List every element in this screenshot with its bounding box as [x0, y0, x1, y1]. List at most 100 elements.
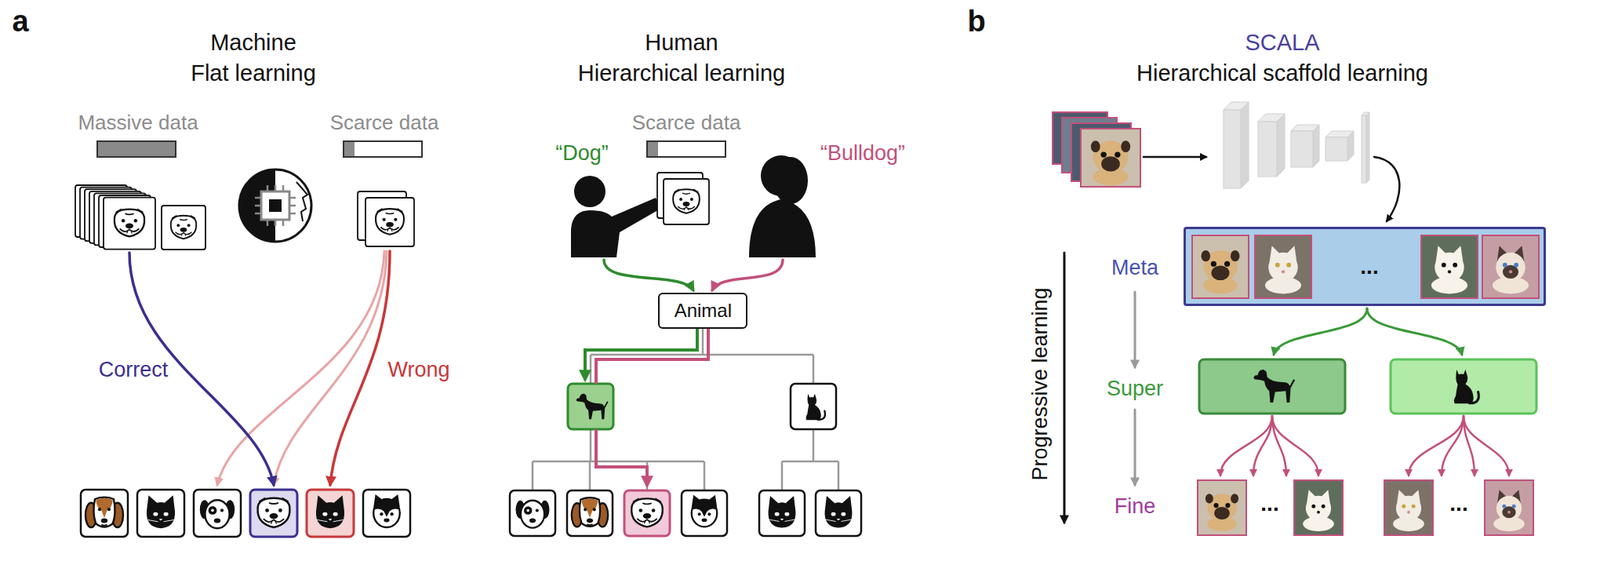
photo-animal — [1392, 489, 1425, 531]
nose — [586, 517, 593, 523]
jowls — [636, 518, 658, 522]
head — [1305, 495, 1331, 521]
eye — [393, 218, 397, 222]
wrinkle — [385, 212, 395, 214]
jowls — [677, 206, 695, 209]
data-label: Scarce data — [632, 111, 742, 135]
dog-head — [204, 499, 230, 528]
jowls — [263, 518, 284, 522]
axis-label: Progressive learning — [1027, 287, 1052, 481]
dog-head — [93, 497, 115, 528]
ear — [1201, 250, 1211, 262]
panel-subtitle: Flat learning — [190, 60, 317, 87]
icon-frame — [80, 489, 128, 537]
cat-tail — [1469, 391, 1479, 403]
teeth — [270, 521, 277, 524]
nose — [780, 518, 785, 520]
animal-icon — [768, 495, 797, 528]
photo-tile — [1482, 235, 1539, 299]
eye-patch — [523, 505, 532, 514]
eye — [1275, 262, 1280, 268]
layer-front — [1223, 109, 1241, 189]
path-highlight — [596, 327, 709, 384]
card-animal — [375, 207, 404, 235]
animal-icon — [571, 497, 608, 527]
photo-animal — [1302, 489, 1335, 531]
mouth — [101, 523, 107, 525]
head — [1496, 495, 1522, 521]
head — [1434, 252, 1464, 282]
ear — [1090, 140, 1101, 153]
wrinkle — [642, 502, 652, 504]
dog-head — [258, 498, 291, 528]
fine-arrow — [1463, 415, 1510, 476]
photo-animal — [1090, 140, 1131, 186]
image-card — [103, 197, 156, 250]
eye — [698, 512, 702, 516]
animal-icon — [146, 494, 175, 528]
icon-frame — [759, 490, 805, 536]
level-label: Fine — [1114, 494, 1157, 519]
eye — [265, 508, 270, 513]
ear — [1230, 250, 1240, 262]
image-card — [161, 205, 206, 250]
photo-animal — [1493, 489, 1525, 531]
animal-icon — [200, 499, 235, 528]
category-icon — [567, 383, 614, 430]
layer-side — [1366, 112, 1370, 183]
dog-shape — [1253, 369, 1295, 403]
adult-body — [749, 199, 816, 258]
eye — [639, 508, 644, 513]
ear — [1205, 493, 1214, 503]
jowls — [380, 226, 399, 230]
eye — [1114, 151, 1120, 157]
fine-arrow — [1220, 415, 1273, 476]
chip-pins — [254, 185, 296, 226]
ellipsis: ... — [1260, 490, 1279, 517]
nose — [383, 518, 390, 523]
nose — [1507, 510, 1511, 514]
dog-head — [375, 208, 404, 235]
nose — [101, 518, 108, 524]
eye — [535, 508, 539, 512]
eye — [333, 512, 339, 517]
fine-arrow — [1272, 415, 1319, 476]
animal-icon — [691, 494, 717, 528]
eye — [774, 512, 780, 517]
level-label: Meta — [1111, 255, 1159, 280]
eye — [707, 512, 711, 516]
chip-pins — [254, 185, 296, 226]
super-box — [1199, 359, 1346, 414]
fur-patch — [95, 498, 113, 518]
photo-tile — [1080, 128, 1141, 187]
eye — [121, 218, 125, 222]
nose — [269, 512, 279, 519]
nose — [643, 512, 651, 519]
data-label: Massive data — [77, 111, 198, 135]
animal-icon — [516, 500, 550, 528]
fine-arrow — [1253, 415, 1273, 476]
nose — [1447, 269, 1451, 273]
dog-ear — [1261, 369, 1266, 379]
icon-frame — [363, 489, 411, 537]
jowls — [120, 228, 140, 232]
muzzle — [1101, 156, 1120, 171]
cat-shape — [806, 393, 822, 421]
head — [1268, 252, 1298, 282]
data-bar — [343, 141, 422, 157]
eye — [210, 509, 215, 513]
eye — [1286, 262, 1291, 268]
animal-icon — [316, 494, 345, 528]
robot-head — [239, 169, 312, 242]
nose — [701, 517, 708, 522]
ear — [1230, 493, 1239, 503]
nose — [1407, 510, 1411, 514]
animal-icon — [631, 497, 663, 527]
meta-fill — [1183, 226, 1546, 306]
eye — [1100, 151, 1106, 157]
dog-head — [520, 500, 545, 528]
child-head — [574, 175, 606, 208]
data-bar-fill — [344, 141, 355, 157]
level-arrow — [1134, 409, 1137, 485]
eye — [382, 218, 386, 222]
